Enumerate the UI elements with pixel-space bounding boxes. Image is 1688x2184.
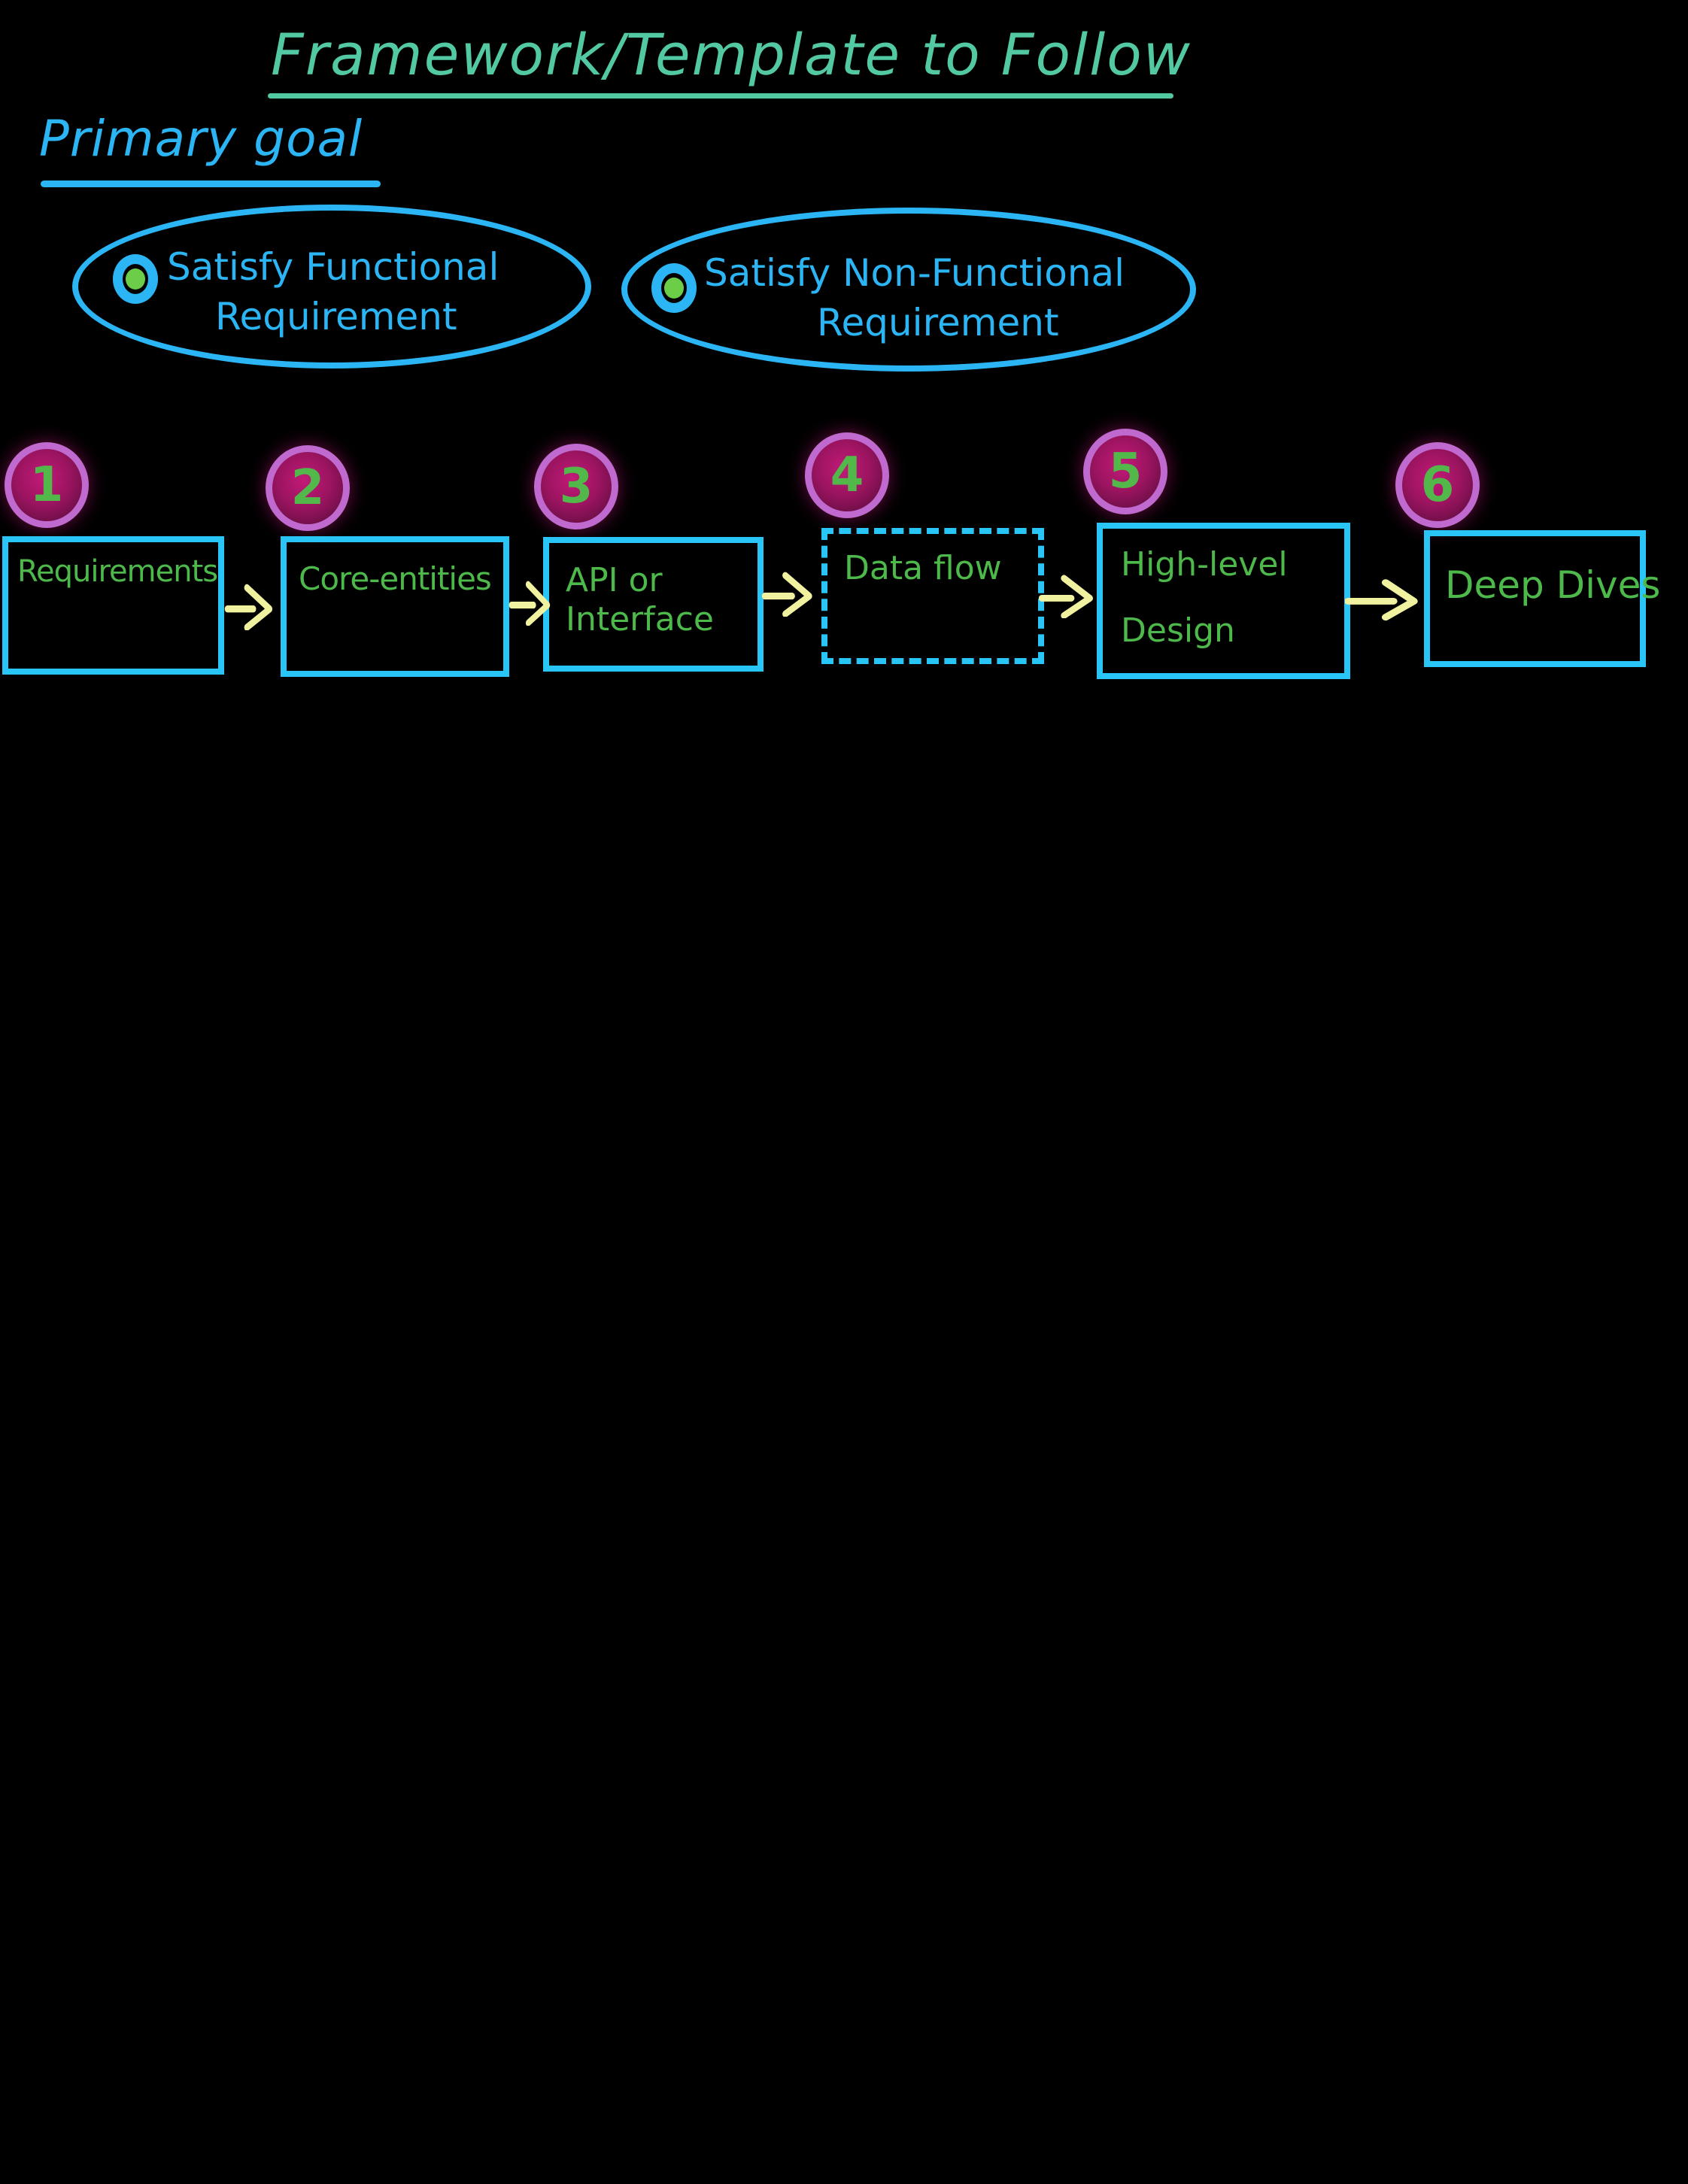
step-circle-1: 1 — [5, 442, 89, 528]
title-underline — [268, 93, 1173, 99]
primary-goal-underline — [41, 180, 381, 187]
radio-bullet-dot-icon — [664, 278, 684, 299]
goal-functional-line2: Requirement — [215, 295, 457, 338]
goal-text-functional: Satisfy Functional Requirement — [167, 242, 499, 341]
step-circle-2: 2 — [266, 445, 350, 531]
step-label: Core-entities — [299, 560, 492, 597]
step-number-1: 1 — [29, 457, 64, 513]
goal-non-functional-line1: Satisfy Non-Functional — [704, 251, 1125, 295]
step-number-4: 4 — [830, 447, 864, 503]
step-number-2: 2 — [290, 460, 325, 516]
radio-bullet-icon — [651, 263, 697, 313]
goal-functional-line1: Satisfy Functional — [167, 245, 499, 289]
step-label: API or — [566, 561, 663, 599]
radio-bullet-icon — [113, 254, 158, 304]
step-circle-4: 4 — [805, 432, 889, 518]
goal-text-non-functional: Satisfy Non-Functional Requirement — [704, 248, 1125, 347]
step-box-api-or-interface: API or Interface — [543, 537, 764, 672]
step-label: Deep Dives — [1445, 563, 1661, 607]
step-number-6: 6 — [1420, 457, 1455, 513]
step-circle-5: 5 — [1083, 429, 1167, 514]
flow-arrow-icon — [1038, 575, 1093, 618]
step-box-deep-dives: Deep Dives — [1424, 530, 1661, 667]
step-box-requirements: Requirements — [2, 536, 224, 675]
step-circle-3: 3 — [534, 444, 618, 529]
step-circle-6: 6 — [1395, 442, 1480, 528]
step-box-data-flow: Data flow — [821, 528, 1044, 664]
primary-goal-heading: Primary goal — [39, 110, 363, 168]
step-box-core-entities: Core-entities — [281, 536, 509, 677]
step-label: Data flow — [844, 549, 1002, 587]
flow-arrow-icon — [1345, 579, 1418, 621]
flow-arrow-icon — [761, 572, 812, 617]
radio-bullet-dot-icon — [126, 268, 145, 290]
step-label: Requirements — [17, 554, 218, 589]
step-label: High-level — [1121, 545, 1288, 584]
step-number-3: 3 — [559, 459, 594, 514]
step-label: Interface — [566, 599, 714, 639]
flow-arrow-icon — [224, 584, 273, 630]
page-title: Framework/Template to Follow — [271, 21, 1192, 88]
goal-non-functional-line2: Requirement — [817, 301, 1059, 344]
step-number-5: 5 — [1108, 444, 1143, 499]
step-label: Design — [1121, 611, 1235, 650]
goal-ellipse-non-functional: Satisfy Non-Functional Requirement — [621, 208, 1196, 372]
step-box-high-level-design: High-level Design — [1097, 523, 1350, 679]
goal-ellipse-functional: Satisfy Functional Requirement — [72, 205, 591, 369]
flow-arrow-icon — [509, 581, 551, 626]
